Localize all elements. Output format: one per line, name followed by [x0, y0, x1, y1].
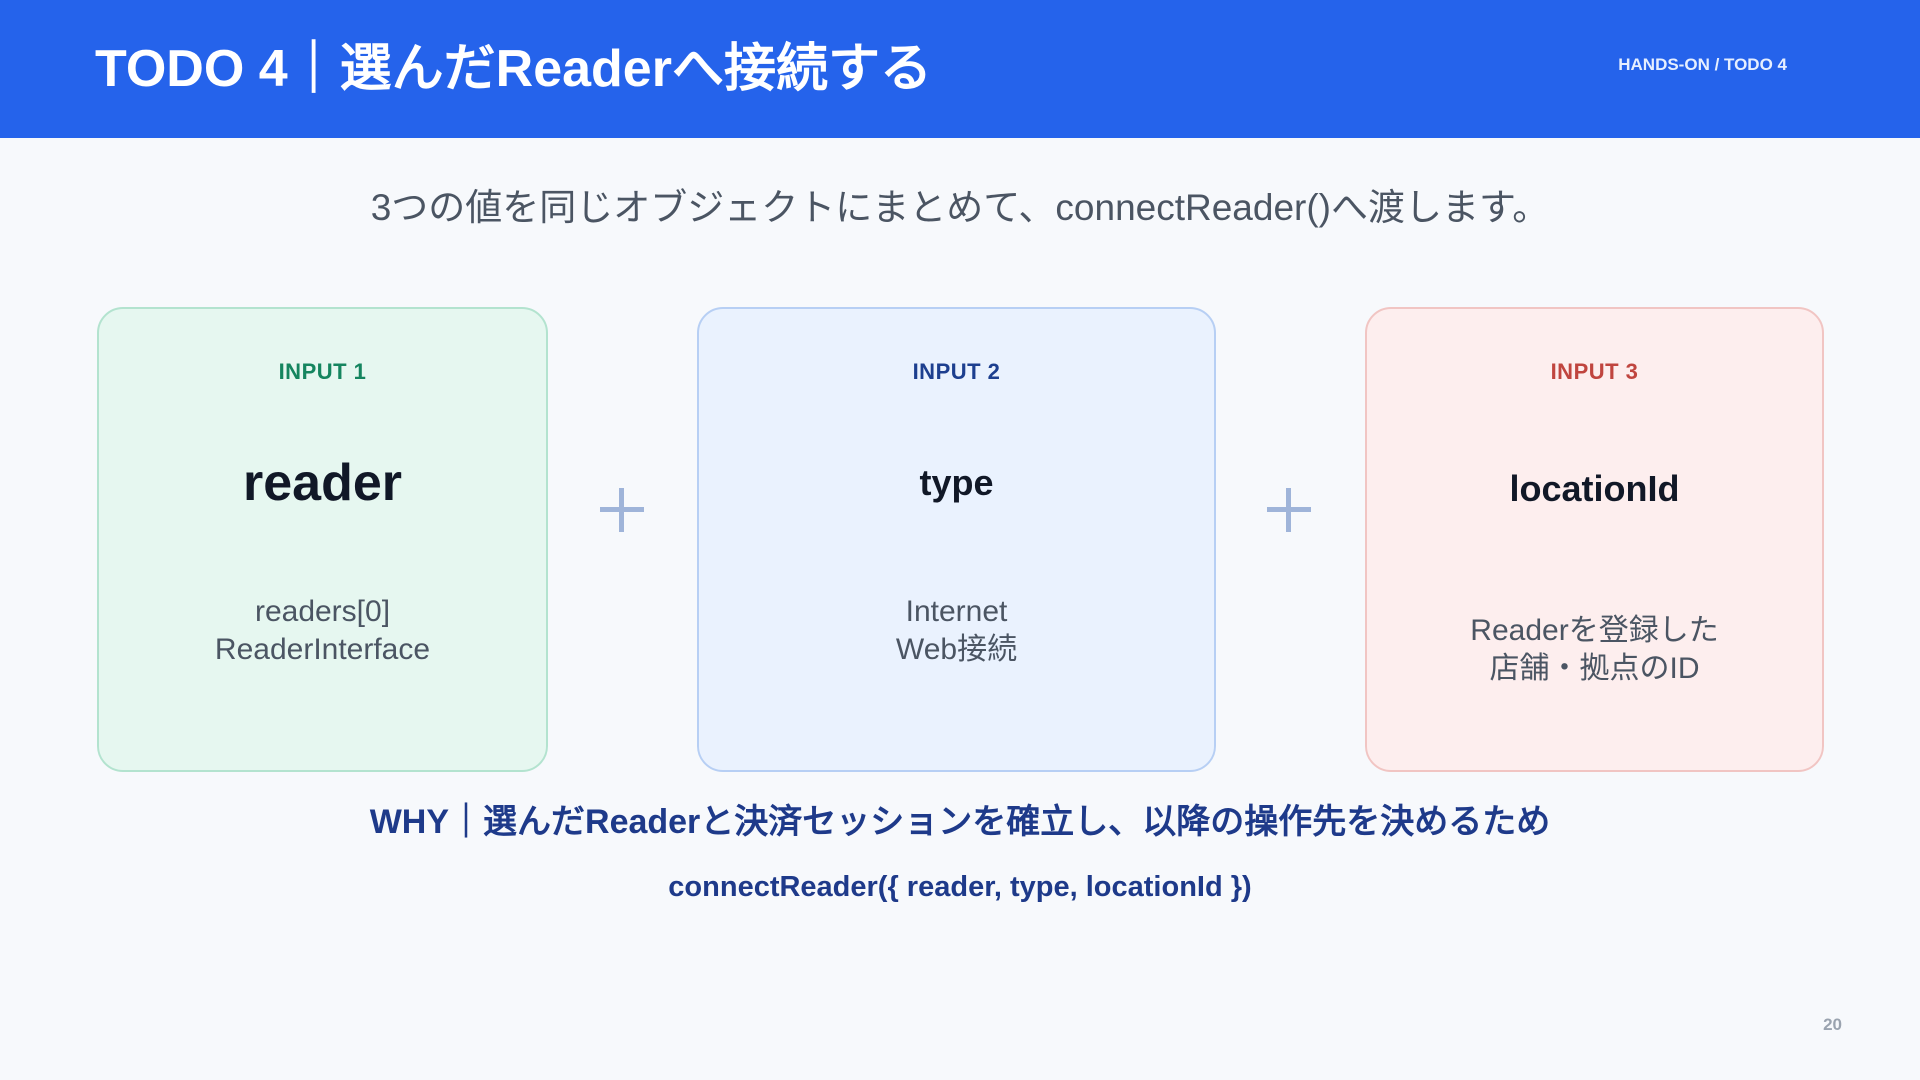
card-description-line: Readerを登録した	[1470, 614, 1719, 647]
card-label: INPUT 1	[278, 359, 367, 384]
section-tag: HANDS-ON / TODO 4	[1618, 55, 1787, 74]
card-description-line: ReaderInterface	[214, 633, 431, 666]
card-label: INPUT 3	[1550, 359, 1639, 384]
card-value: locationId	[1509, 468, 1680, 509]
input-card-location-id: INPUT 3 locationId Readerを登録した 店舗・拠点のID	[1365, 307, 1824, 772]
plus-icon	[1259, 480, 1319, 540]
page-number: 20	[1823, 1015, 1842, 1034]
input-card-reader: INPUT 1 reader readers[0] ReaderInterfac…	[97, 307, 548, 772]
card-description: Internet Web接続	[699, 593, 1214, 669]
slide-title: TODO 4｜選んだReaderへ接続する	[95, 40, 932, 98]
card-description-line: 店舗・拠点のID	[1489, 652, 1700, 685]
input-card-type: INPUT 2 type Internet Web接続	[697, 307, 1216, 772]
header-bar: TODO 4｜選んだReaderへ接続する HANDS-ON / TODO 4	[0, 0, 1920, 138]
card-description: Readerを登録した 店舗・拠点のID	[1367, 612, 1822, 688]
card-value: reader	[243, 454, 402, 512]
card-description-line: Internet	[905, 595, 1008, 628]
code-snippet: connectReader({ reader, type, locationId…	[668, 871, 1252, 903]
plus-icon	[592, 480, 652, 540]
card-description: readers[0] ReaderInterface	[99, 593, 546, 669]
card-label: INPUT 2	[912, 359, 1001, 384]
card-value: type	[919, 462, 994, 503]
card-description-line: readers[0]	[254, 595, 391, 628]
card-description-line: Web接続	[895, 633, 1018, 666]
slide-subtitle: 3つの値を同じオブジェクトにまとめて、connectReader()へ渡します。	[370, 187, 1550, 228]
why-statement: WHY｜選んだReaderと決済セッションを確立し、以降の操作先を決めるため	[369, 803, 1551, 841]
